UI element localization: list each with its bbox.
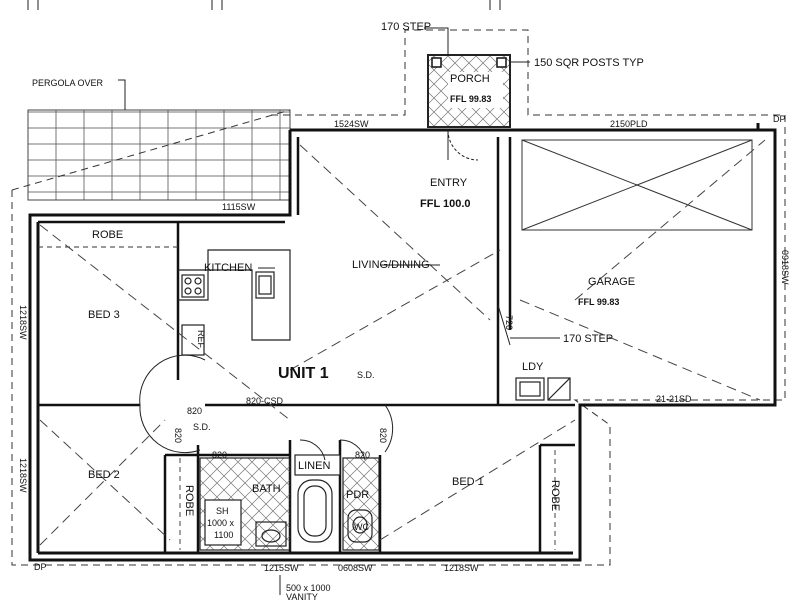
window-1215: 1215SW	[264, 563, 299, 573]
door-820-b: 820	[173, 428, 183, 443]
roof-lines	[39, 139, 766, 546]
door-820-e: 820	[355, 450, 370, 460]
pergola	[27, 109, 291, 201]
top-edge-marks	[27, 0, 501, 10]
door-720: 720	[504, 315, 514, 330]
post-icon	[496, 57, 507, 68]
step-mid-label: 170 STEP	[563, 333, 613, 345]
robe-left-label: ROBE	[183, 485, 195, 516]
window-1218-b: 1218SW	[18, 458, 28, 493]
bathtub-icon	[297, 479, 333, 543]
window-1218-a: 1218SW	[18, 305, 28, 340]
door-820-d: 820	[212, 450, 227, 460]
shower-label: SH	[216, 506, 229, 516]
window-1524: 1524SW	[334, 119, 369, 129]
linen-label: LINEN	[298, 460, 330, 472]
ref-label: REF	[196, 330, 206, 349]
door-swings	[139, 129, 511, 461]
dp-left: DP	[34, 562, 47, 572]
window-1218-c: 1218SW	[444, 563, 479, 573]
vanity-icon	[255, 521, 287, 547]
shower-dim-2: 1100	[214, 530, 233, 540]
kitchen	[178, 249, 291, 356]
living-dining-label: LIVING/DINING	[352, 259, 430, 271]
fridge-icon	[181, 324, 205, 356]
robe-right-label: ROBE	[549, 480, 561, 511]
unit-title: UNIT 1	[278, 365, 329, 382]
porch	[427, 54, 511, 128]
bed1-label: BED 1	[452, 476, 484, 488]
vanity-label: VANITY	[286, 592, 318, 600]
window-0608: 0608SW	[338, 563, 373, 573]
cooktop-icon	[181, 274, 205, 298]
wet-areas	[199, 454, 380, 551]
laundry	[515, 377, 571, 401]
robes	[179, 450, 556, 550]
window-2150: 2150PLD	[610, 119, 648, 129]
post-icon	[431, 57, 442, 68]
entry-label: ENTRY	[430, 177, 468, 189]
garage-ffl: FFL 99.83	[578, 297, 619, 307]
sd-label-1: S.D.	[357, 370, 375, 380]
porch-label: PORCH	[450, 73, 490, 85]
garage-label: GARAGE	[588, 276, 635, 288]
roof-outline	[11, 29, 786, 566]
kitchen-label: KITCHEN	[204, 262, 252, 274]
pergola-label: PERGOLA OVER	[32, 78, 104, 88]
bath-label: BATH	[252, 483, 281, 495]
door-csd: 820-CSD	[246, 396, 284, 406]
robe-top-label: ROBE	[92, 229, 123, 241]
leader-lines	[118, 27, 560, 595]
wc-label: WC	[354, 522, 369, 532]
pdr-label: PDR	[346, 489, 369, 501]
shower-dim: 1000 x	[207, 518, 235, 528]
dp-right: DP	[773, 114, 786, 124]
entry-ffl: FFL 100.0	[420, 198, 471, 210]
door-820-c: 820	[378, 428, 388, 443]
porch-ffl: FFL 99.83	[450, 94, 491, 104]
ldy-label: LDY	[522, 361, 544, 373]
sd-label-2: S.D.	[193, 422, 211, 432]
labels: 170 STEP 150 SQR POSTS TYP PERGOLA OVER …	[18, 21, 790, 600]
bed2-label: BED 2	[88, 469, 120, 481]
garage-car	[521, 139, 753, 231]
step-top-label: 170 STEP	[381, 21, 431, 33]
laundry-tub-icon	[515, 377, 545, 401]
door-820-a: 820	[187, 406, 202, 416]
door-21-21: 21-21SD	[656, 394, 692, 404]
posts-label: 150 SQR POSTS TYP	[534, 57, 644, 69]
bed3-label: BED 3	[88, 309, 120, 321]
toilet-icon	[347, 509, 373, 543]
walls	[28, 123, 777, 562]
window-1115: 1115SW	[222, 202, 256, 212]
vanity-size: 500 x 1000	[286, 583, 331, 593]
window-0918: 0918SW	[780, 250, 790, 285]
sink-icon	[255, 271, 275, 299]
